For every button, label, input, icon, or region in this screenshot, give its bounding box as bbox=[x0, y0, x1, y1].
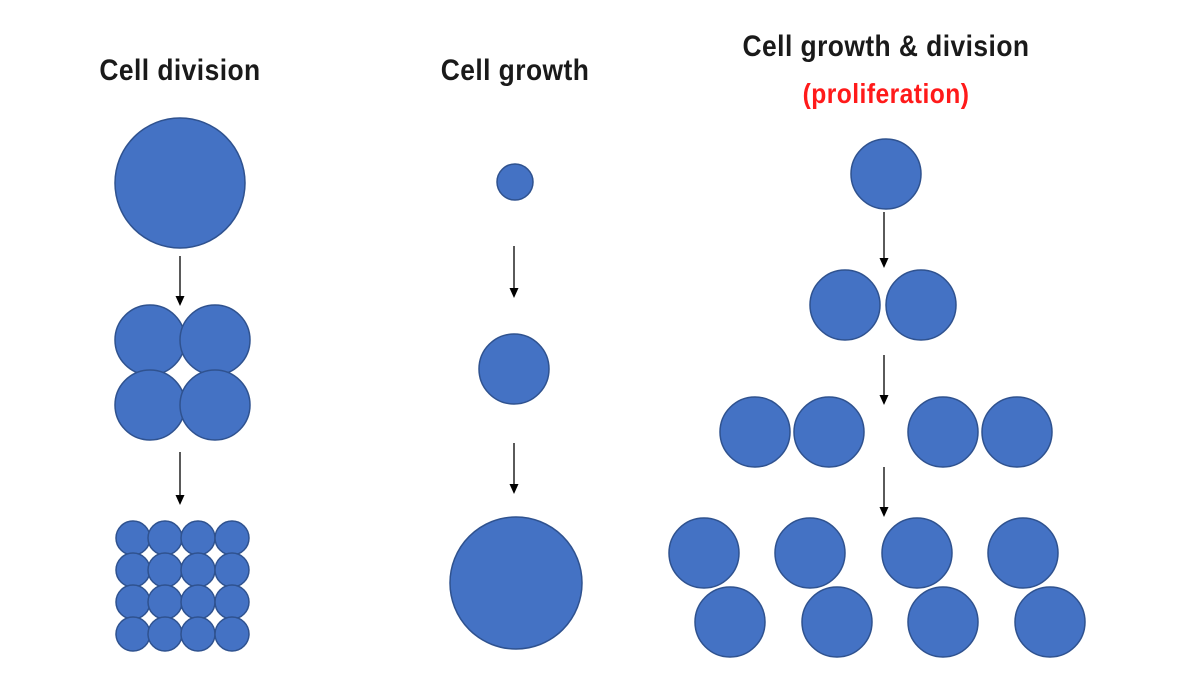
cell bbox=[214, 616, 250, 652]
cell bbox=[478, 333, 550, 405]
cell bbox=[719, 396, 791, 468]
cell bbox=[180, 616, 216, 652]
cell bbox=[449, 516, 583, 650]
proliferation-label: (proliferation) bbox=[802, 78, 970, 109]
cell bbox=[147, 584, 183, 620]
cell bbox=[115, 552, 151, 588]
cell bbox=[885, 269, 957, 341]
cell bbox=[115, 520, 151, 556]
cell bbox=[850, 138, 922, 210]
cell bbox=[114, 304, 186, 376]
down-arrow-icon bbox=[879, 212, 889, 268]
cell bbox=[981, 396, 1053, 468]
cell bbox=[214, 552, 250, 588]
cell bbox=[214, 520, 250, 556]
cell bbox=[801, 586, 873, 658]
cell bbox=[214, 584, 250, 620]
cell bbox=[114, 117, 246, 249]
cell bbox=[179, 369, 251, 441]
cell-division-title: Cell division bbox=[99, 54, 261, 87]
cell bbox=[115, 584, 151, 620]
cell bbox=[1014, 586, 1086, 658]
cell bbox=[147, 552, 183, 588]
cell bbox=[147, 520, 183, 556]
cell bbox=[907, 396, 979, 468]
down-arrow-icon bbox=[879, 355, 889, 405]
cell bbox=[668, 517, 740, 589]
down-arrow-icon bbox=[509, 443, 519, 494]
down-arrow-icon bbox=[509, 246, 519, 298]
down-arrow-icon bbox=[175, 452, 185, 505]
cell bbox=[115, 616, 151, 652]
cell bbox=[179, 304, 251, 376]
down-arrow-icon bbox=[175, 256, 185, 306]
cell bbox=[809, 269, 881, 341]
cell bbox=[180, 520, 216, 556]
cell bbox=[180, 552, 216, 588]
cell bbox=[694, 586, 766, 658]
cell bbox=[496, 163, 534, 201]
cell bbox=[147, 616, 183, 652]
cell bbox=[114, 369, 186, 441]
cell bbox=[180, 584, 216, 620]
cell bbox=[907, 586, 979, 658]
cell bbox=[987, 517, 1059, 589]
cell bbox=[793, 396, 865, 468]
cell bbox=[881, 517, 953, 589]
cell bbox=[774, 517, 846, 589]
down-arrow-icon bbox=[879, 467, 889, 517]
cell-growth-title: Cell growth bbox=[440, 54, 590, 87]
growth-and-division-title: Cell growth & division bbox=[742, 30, 1030, 63]
